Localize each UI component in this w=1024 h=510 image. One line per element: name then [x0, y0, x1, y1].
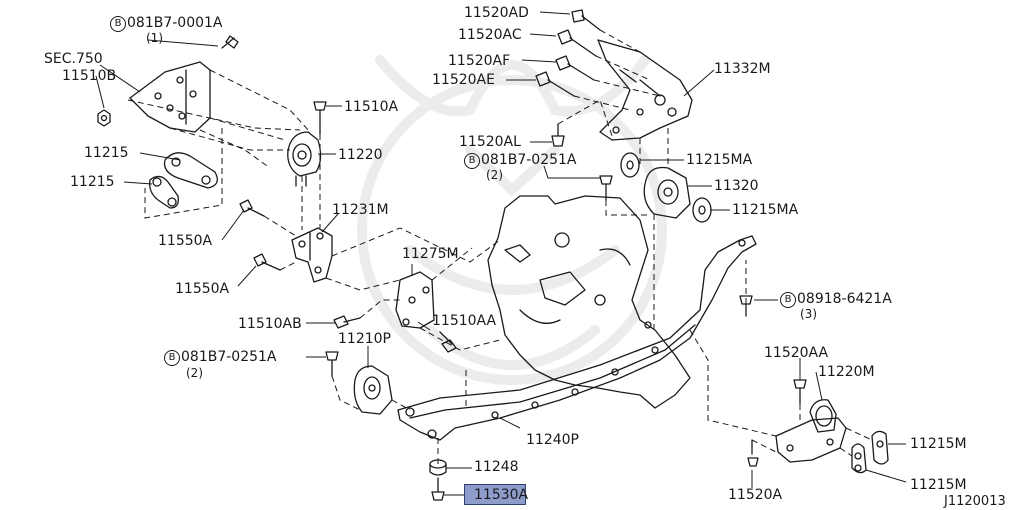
label-11550a-upper[interactable]: 11550A [158, 233, 213, 249]
qty-081b7-0001a: (1) [146, 31, 163, 45]
bolt-081b7-0251a-right [599, 175, 613, 201]
bracket-sec750 [129, 61, 211, 133]
bolt-081b7-0251a-left [325, 351, 339, 377]
label-11510b[interactable]: 11510B [62, 68, 117, 84]
center-member [397, 235, 757, 441]
label-11248[interactable]: 11248 [474, 459, 519, 475]
mount-11220m [775, 399, 847, 463]
link-11215m-upper [871, 430, 889, 465]
label-11520aa[interactable]: 11520AA [764, 345, 829, 361]
label-11520ae[interactable]: 11520AE [432, 72, 495, 88]
link-11215-lower [149, 175, 179, 209]
label-11215m-upper[interactable]: 11215M [910, 436, 967, 452]
label-11520ad[interactable]: 11520AD [464, 5, 529, 21]
bolt-11520af [555, 55, 595, 81]
qty-081b7-0251a-left: (2) [186, 366, 203, 380]
label-11220m[interactable]: 11220M [818, 364, 875, 380]
label-11510ab[interactable]: 11510AB [238, 316, 302, 332]
label-11215ma-upper[interactable]: 11215MA [686, 152, 753, 168]
bolt-11520ac [557, 29, 597, 57]
label-11332m[interactable]: 11332M [714, 61, 771, 77]
bolt-08918-6421a [739, 295, 753, 317]
bolt-081b7-0001a [221, 35, 239, 49]
washer-11215ma-lower [692, 197, 712, 223]
label-11520a[interactable]: 11520A [728, 487, 783, 503]
bracket-11275m [395, 271, 435, 329]
label-11220[interactable]: 11220 [338, 147, 383, 163]
bolt-11530a [431, 477, 445, 501]
link-11215m-lower [851, 443, 867, 474]
bolt-11550a-lower [253, 253, 281, 271]
bolt-11520al [551, 123, 565, 147]
label-11215m-lower[interactable]: 11215M [910, 477, 967, 493]
label-11215-lower[interactable]: 11215 [70, 174, 115, 190]
qty-081b7-0251a-right: (2) [486, 168, 503, 182]
bolt-11520aa [793, 379, 807, 405]
assembly-guide-lines [127, 29, 873, 464]
bolt-symbol-icon: B [110, 16, 126, 32]
mount-11220 [287, 131, 322, 187]
nut-11510b [97, 109, 111, 127]
label-11520ac[interactable]: 11520AC [458, 27, 522, 43]
highlight-11530a [464, 484, 526, 505]
label-11320[interactable]: 11320 [714, 178, 759, 194]
leader-lines [95, 11, 907, 496]
bolt-11520ad [571, 9, 601, 31]
engine-block [487, 195, 691, 409]
bolt-11520a [747, 439, 759, 467]
bolt-symbol-icon: B [164, 350, 180, 366]
link-11215-upper [163, 152, 218, 189]
bolt-11550a-upper [239, 199, 265, 217]
qty-08918-6421a: (3) [800, 307, 817, 321]
bolt-11510ab [333, 315, 361, 329]
label-11275m[interactable]: 11275M [402, 246, 459, 262]
label-11240p[interactable]: 11240P [526, 432, 579, 448]
label-11215ma-lower[interactable]: 11215MA [732, 202, 799, 218]
label-11520al[interactable]: 11520AL [459, 134, 521, 150]
label-11210p[interactable]: 11210P [338, 331, 391, 347]
bolt-symbol-icon: B [464, 153, 480, 169]
label-11550a-lower[interactable]: 11550A [175, 281, 230, 297]
bracket-11231m [291, 227, 333, 283]
washer-11215ma-upper [620, 152, 640, 178]
bolt-symbol-icon: B [780, 292, 796, 308]
label-11510a[interactable]: 11510A [344, 99, 399, 115]
bolt-11520ae [535, 71, 575, 97]
label-11520af[interactable]: 11520AF [448, 53, 511, 69]
watermark-crest [357, 55, 667, 385]
label-11231m[interactable]: 11231M [332, 202, 389, 218]
label-11530a[interactable]: 11530A [474, 487, 529, 503]
label-11215-upper[interactable]: 11215 [84, 145, 129, 161]
label-sec750[interactable]: SEC.750 [44, 51, 103, 67]
mount-11320 [643, 166, 691, 219]
diagram-reference-code: J1120013 [944, 494, 1006, 509]
bolt-11510a [313, 101, 327, 135]
mount-11210p [353, 365, 393, 415]
label-11510aa[interactable]: 11510AA [432, 313, 497, 329]
